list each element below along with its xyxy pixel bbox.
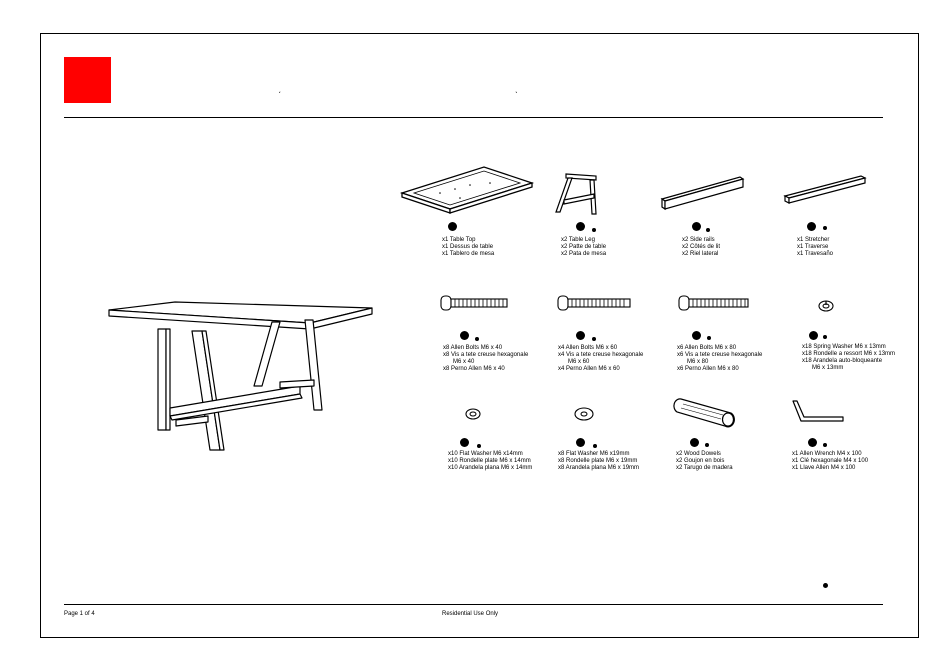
flat-washer-19-icon [574,407,594,421]
marker-dot [576,438,585,447]
part-label-table-leg: x2 Table Leg x2 Patte de table x2 Pata d… [561,237,607,257]
part-label-wood-dowel: x2 Wood Dowels x2 Goujon en bois x2 Taru… [676,451,733,471]
part-label-spring-washer: x18 Spring Washer M6 x 13mm x18 Rondelle… [802,344,896,371]
part-label-allen-bolt-40: x8 Allen Bolts M6 x 40 x8 Vis a tete cre… [443,345,529,372]
table-leg-icon [555,173,597,215]
marker-dot [448,222,457,231]
marker-dot-small [477,444,481,448]
marker-dot-small [475,337,479,341]
part-label-side-rail: x2 Side rails x2 Côtés de lit x2 Riel la… [682,237,721,257]
spring-washer-icon [818,300,834,312]
dining-table-illustration [108,301,373,451]
brand-logo-block [64,57,111,103]
marker-dot-small [592,228,596,232]
marker-dot [576,222,585,231]
allen-bolt-80-icon [678,295,749,311]
header-mark-left: ˏ [278,83,281,93]
marker-dot [808,438,817,447]
marker-dot [690,438,699,447]
wood-dowel-icon [673,398,735,428]
flat-washer-14-icon [465,408,481,420]
allen-bolt-60-icon [557,295,631,311]
marker-dot-small [707,336,711,340]
part-label-allen-bolt-60: x4 Allen Bolts M6 x 60 x4 Vis a tete cre… [558,345,644,372]
marker-dot-small [706,228,710,232]
marker-dot [809,331,818,340]
page-frame [40,33,919,638]
marker-dot-small [705,443,709,447]
header-mark-right: ˎ [515,83,518,93]
marker-dot-small [592,337,596,341]
marker-dot [692,222,701,231]
table-top-icon [399,166,535,214]
part-label-allen-bolt-80: x6 Allen Bolts M6 x 80 x6 Vis a tete cre… [677,345,763,372]
allen-wrench-icon [792,400,844,422]
part-label-table-top: x1 Table Top x1 Dessus de table x1 Table… [442,237,495,257]
stretcher-icon [783,175,867,204]
side-rail-icon [660,176,745,211]
allen-bolt-40-icon [440,295,508,311]
part-label-allen-wrench: x1 Allen Wrench M4 x 100 x1 Clé hexagona… [792,451,869,471]
marker-dot [692,331,701,340]
marker-dot [807,222,816,231]
footer-rule [64,604,883,605]
marker-dot-small [823,443,827,447]
part-label-stretcher: x1 Stretcher x1 Traverse x1 Travesaño [797,237,834,257]
part-label-flat-washer-14: x10 Flat Washer M6 x14mm x10 Rondelle pl… [448,451,533,471]
usage-note: Residential Use Only [442,611,499,617]
header-rule [64,117,883,118]
marker-dot [576,331,585,340]
marker-dot-small [823,335,827,339]
marker-dot-small [823,583,828,588]
page-number: Page 1 of 4 [64,611,95,617]
part-label-flat-washer-19: x8 Flat Washer M6 x19mm x8 Rondelle plat… [558,451,640,471]
marker-dot-small [823,226,827,230]
marker-dot [460,438,469,447]
marker-dot-small [593,444,597,448]
marker-dot [460,331,469,340]
